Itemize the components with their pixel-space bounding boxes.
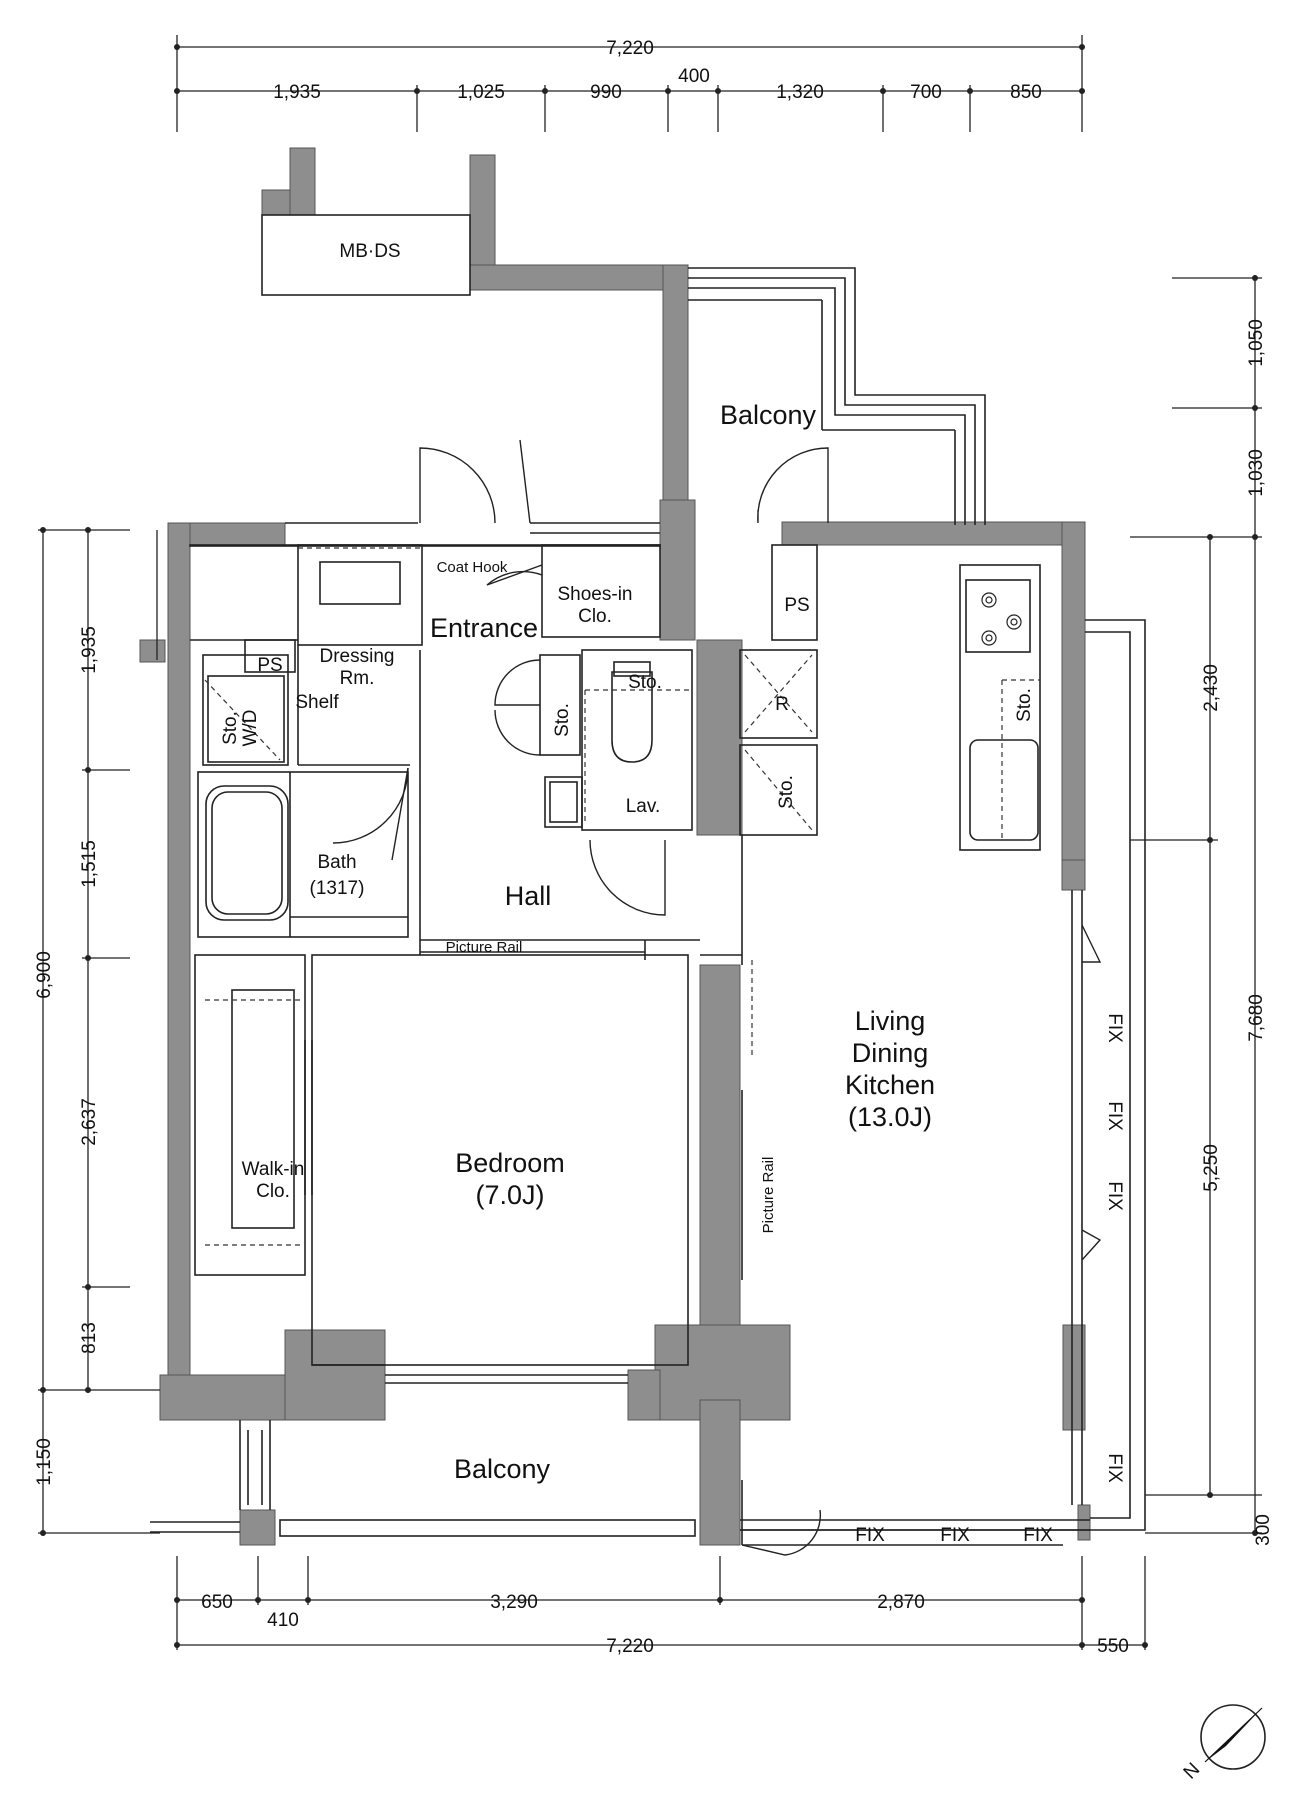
fix-v-3: FIX [1104, 1181, 1125, 1211]
dim-bottom-1: 650 [201, 1592, 233, 1613]
label-balcony-top: Balcony [720, 400, 817, 430]
dim-right-bottom: 300 [1253, 1514, 1274, 1546]
dimension-labels: 7,220 1,935 1,025 990 400 1,320 700 850 … [34, 38, 1274, 1657]
fix-labels: FIX FIX FIX FIX FIX FIX FIX [855, 1013, 1125, 1546]
fix-h-2: FIX [940, 1525, 970, 1546]
label-sto-kitchen: Sto. [1014, 688, 1035, 722]
label-hall: Hall [505, 881, 552, 911]
label-ldk-1: Living [855, 1006, 926, 1036]
dim-left-3: 2,637 [79, 1098, 100, 1146]
dashed-lines [204, 547, 1040, 1246]
dim-bottom-4: 2,870 [877, 1592, 925, 1613]
room-labels: MB·DS Balcony Coat Hook Entrance Shoes-i… [220, 241, 1035, 1484]
label-balcony-bottom: Balcony [454, 1454, 551, 1484]
dim-top-6: 700 [910, 82, 942, 103]
dim-top-7: 850 [1010, 82, 1042, 103]
label-mbds: MB·DS [339, 241, 400, 262]
dim-bottom-total: 7,220 [606, 1636, 654, 1657]
label-dressing-2: Rm. [340, 668, 375, 689]
dim-right-inner-2: 5,250 [1201, 1144, 1222, 1192]
dim-left-total: 6,900 [34, 951, 55, 999]
fix-h-1: FIX [855, 1525, 885, 1546]
stove-icon [981, 592, 1022, 646]
label-entrance: Entrance [430, 613, 538, 643]
dim-left-balcony: 1,150 [34, 1438, 55, 1486]
label-sto-wd-2: W/D [240, 710, 261, 747]
label-picture-rail-hall: Picture Rail [446, 939, 523, 956]
label-walkin-1: Walk-in [242, 1159, 305, 1180]
dim-top-4: 400 [678, 66, 710, 87]
label-sto-kitchen-low: Sto. [776, 775, 797, 809]
dim-left-4: 813 [79, 1322, 100, 1354]
dim-right-1: 1,050 [1246, 319, 1267, 367]
dimension-ticks [40, 44, 1258, 1648]
label-ldk-4: (13.0J) [848, 1102, 932, 1132]
dim-top-1: 1,935 [273, 82, 321, 103]
label-lav: Lav. [626, 796, 661, 817]
label-shelf: Shelf [295, 692, 339, 713]
label-bedroom-2: (7.0J) [475, 1180, 544, 1210]
dim-bottom-3: 3,290 [490, 1592, 538, 1613]
label-picture-rail-ldk: Picture Rail [760, 1157, 777, 1234]
dim-right-inner-1: 2,430 [1201, 664, 1222, 712]
label-ps-left: PS [257, 655, 282, 676]
label-walkin-2: Clo. [256, 1181, 290, 1202]
fix-v-4: FIX [1104, 1453, 1125, 1483]
label-sto-hall: Sto. [552, 703, 573, 737]
dim-left-1: 1,935 [79, 626, 100, 674]
label-sto-wd-1: Sto. [220, 711, 241, 745]
walls [139, 147, 1091, 1546]
label-ps-right: PS [784, 595, 809, 616]
label-dressing-1: Dressing [320, 646, 395, 667]
dim-top-total: 7,220 [606, 38, 654, 59]
label-shoes-1: Shoes-in [558, 584, 633, 605]
interior-lines [150, 214, 1146, 1546]
label-bath-1: Bath [317, 852, 356, 873]
fix-v-1: FIX [1104, 1013, 1125, 1043]
label-sto-lav: Sto. [628, 672, 662, 693]
door-swings [332, 439, 1102, 1556]
label-coat-hook: Coat Hook [437, 559, 508, 576]
dim-top-2: 1,025 [457, 82, 505, 103]
label-shoes-2: Clo. [578, 606, 612, 627]
compass-icon: N [1180, 1704, 1266, 1784]
compass-north-label: N [1180, 1759, 1205, 1784]
dim-bottom-2: 410 [267, 1610, 299, 1631]
dimension-lines [38, 35, 1262, 1650]
dim-right-2: 1,030 [1246, 449, 1267, 497]
dim-bottom-extra: 550 [1097, 1636, 1129, 1657]
fix-h-3: FIX [1023, 1525, 1053, 1546]
dim-left-2: 1,515 [79, 840, 100, 888]
dim-right-total: 7,680 [1246, 994, 1267, 1042]
label-ldk-2: Dining [852, 1038, 929, 1068]
label-refrigerator: R [775, 694, 789, 715]
label-bath-2: (1317) [310, 878, 365, 899]
fix-v-2: FIX [1104, 1101, 1125, 1131]
label-ldk-3: Kitchen [845, 1070, 935, 1100]
label-bedroom-1: Bedroom [455, 1148, 565, 1178]
dim-top-3: 990 [590, 82, 622, 103]
dim-top-5: 1,320 [776, 82, 824, 103]
